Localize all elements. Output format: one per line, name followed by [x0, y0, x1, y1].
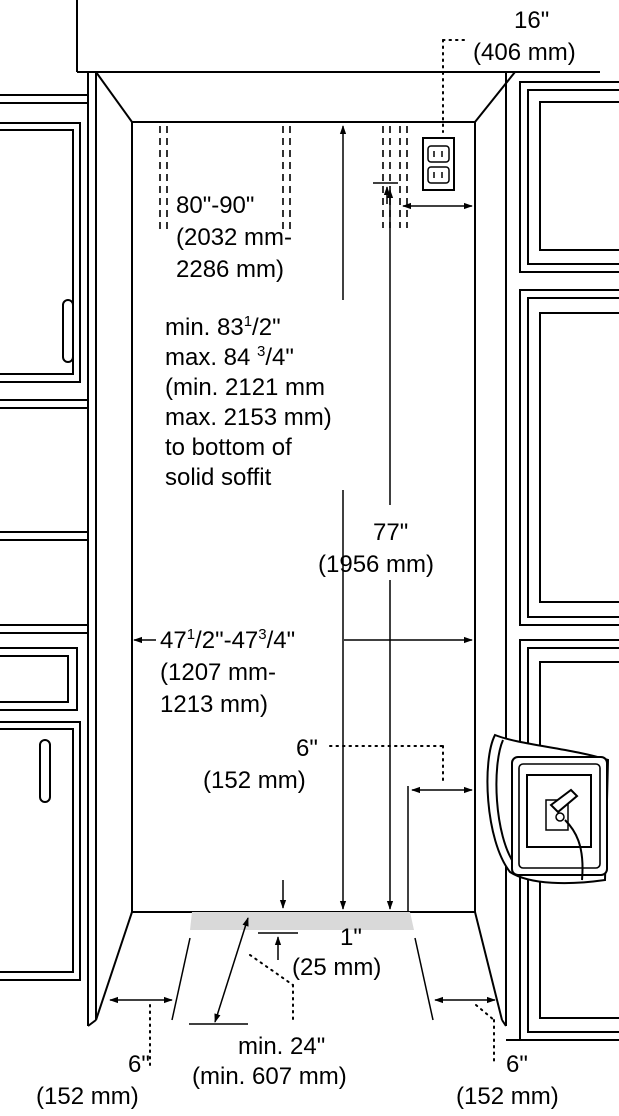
overall-height-in: 77" [373, 519, 408, 546]
right-cabinets [506, 81, 619, 1041]
overall-height-mm: (1956 mm) [318, 551, 434, 578]
opening-width-mm-1: (1207 mm- [160, 659, 276, 686]
water-shutoff-valve-icon [486, 733, 610, 885]
left-cabinets [0, 94, 88, 981]
opening-width-in: 471/2"-473/4" [160, 626, 295, 654]
water-line-offset-in: 6" [296, 735, 318, 762]
outlet-offset-mm: (406 mm) [473, 39, 576, 66]
soffit-height-max: max. 84 3/4" [165, 343, 294, 371]
left-side-clearance-in: 6" [128, 1051, 150, 1078]
soffit [76, 0, 600, 73]
opening-width-mm-2: 1213 mm) [160, 691, 268, 718]
soffit-height-min: min. 831/2" [165, 313, 281, 341]
refrigerator-niche [87, 71, 516, 1027]
soffit-height-note-1: to bottom of [165, 434, 292, 461]
right-side-clearance-in: 6" [506, 1051, 528, 1078]
soffit-height-mm-max: max. 2153 mm) [165, 404, 332, 431]
electrical-outlet-icon [422, 137, 455, 191]
floor-gap-in: 1" [340, 924, 362, 951]
outlet-height-mm-1: (2032 mm- [176, 224, 292, 251]
floor-gap-mm: (25 mm) [292, 954, 381, 981]
door-clearance-in: min. 24" [238, 1033, 325, 1060]
outlet-height-in: 80"-90" [176, 192, 254, 219]
dimension-lines [109, 39, 496, 1066]
left-side-clearance-mm: (152 mm) [36, 1083, 139, 1110]
door-clearance-mm: (min. 607 mm) [192, 1063, 347, 1090]
outlet-range-guides [159, 126, 408, 232]
outlet-height-mm-2: 2286 mm) [176, 256, 284, 283]
water-line-offset-mm: (152 mm) [203, 767, 306, 794]
outlet-offset-in: 16" [514, 7, 549, 34]
right-side-clearance-mm: (152 mm) [456, 1083, 559, 1110]
floor-shading [190, 912, 414, 930]
soffit-height-mm-min: (min. 2121 mm [165, 374, 325, 401]
soffit-height-note-2: solid soffit [165, 464, 272, 491]
